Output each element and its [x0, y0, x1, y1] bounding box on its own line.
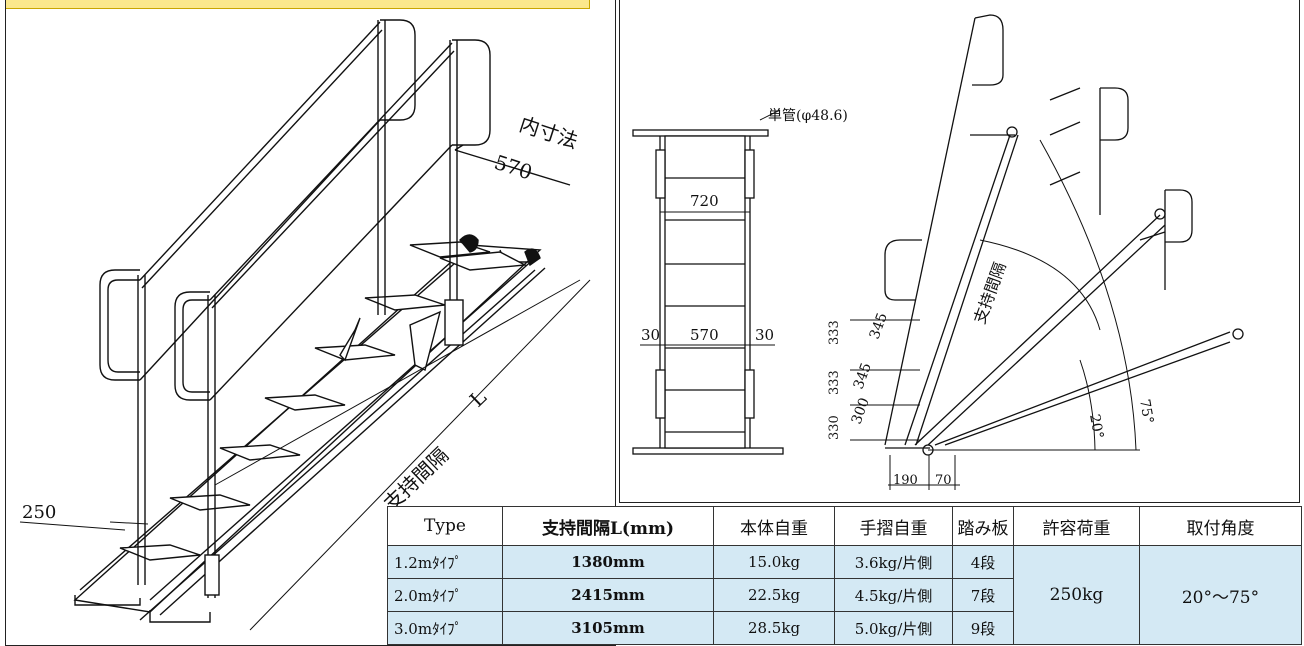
table-row: 2.0mﾀｲﾌﾟ 2415mm 22.5kg 4.5kg/片側 7段 — [387, 578, 1302, 612]
type-cell: 2.0mﾀｲﾌﾟ — [387, 578, 503, 612]
table-header-row: Type 支持間隔L(mm) 本体自重 手摺自重 踏み板 許容荷重 取付角度 — [387, 506, 1302, 546]
rise-333-top: 333 — [827, 320, 842, 345]
stair-perspective — [19, 19, 591, 631]
body-weight-cell: 15.0kg — [713, 545, 835, 579]
treads-cell: 7段 — [952, 578, 1014, 612]
span-cell: 1380mm — [502, 545, 714, 579]
header-span: 支持間隔L(mm) — [502, 506, 714, 546]
angle-20: 20° — [1086, 413, 1106, 440]
type-cell: 3.0mﾀｲﾌﾟ — [387, 611, 503, 645]
table-row: 1.2mﾀｲﾌﾟ 1380mm 15.0kg 3.6kg/片側 4段 250kg… — [387, 545, 1302, 645]
handrail-weight-cell: 4.5kg/片側 — [834, 578, 953, 612]
tread-345-b: 345 — [851, 361, 875, 392]
specification-table: Type 支持間隔L(mm) 本体自重 手摺自重 踏み板 許容荷重 取付角度 1… — [387, 506, 1302, 645]
body-weight-cell: 28.5kg — [713, 611, 835, 645]
pipe-label: 単管(φ48.6) — [768, 108, 848, 124]
tread-depth-dimension-250: 250 — [22, 502, 56, 523]
span-cell: 3105mm — [502, 611, 714, 645]
allowable-load-cell: 250kg — [1013, 545, 1140, 645]
span-label: 支持間隔 — [379, 443, 453, 516]
width-dimension-570: 570 — [491, 150, 535, 185]
treads-cell: 4段 — [952, 545, 1014, 579]
treads-cell: 9段 — [952, 611, 1014, 645]
span-label-elevation: 支持間隔 — [970, 260, 1010, 327]
table-row: 3.0mﾀｲﾌﾟ 3105mm 28.5kg 5.0kg/片側 9段 — [387, 611, 1302, 645]
header-handrail-weight: 手摺自重 — [834, 506, 953, 546]
angle-75: 75° — [1136, 398, 1156, 425]
inner-dimension-label: 内寸法 — [516, 112, 580, 153]
mount-angle-cell: 20°～75° — [1139, 545, 1302, 645]
rise-333-middle: 333 — [827, 370, 842, 395]
width-570: 570 — [690, 326, 719, 344]
header-type: Type — [387, 506, 503, 546]
tread-345-a: 345 — [867, 311, 891, 342]
elevation-drawing-panel — [619, 0, 1300, 503]
header-body-weight: 本体自重 — [713, 506, 835, 546]
header-treads: 踏み板 — [952, 506, 1014, 546]
margin-30-right: 30 — [755, 326, 774, 344]
offset-190: 190 — [893, 473, 918, 488]
plan-view — [632, 109, 784, 455]
offset-70: 70 — [935, 473, 952, 488]
body-weight-cell: 22.5kg — [713, 578, 835, 612]
width-720: 720 — [690, 192, 719, 210]
handrail-weight-cell: 5.0kg/片側 — [834, 611, 953, 645]
side-elevation — [850, 14, 1244, 490]
span-symbol-L: L — [465, 385, 491, 411]
margin-30-left: 30 — [641, 326, 660, 344]
tread-300: 300 — [849, 396, 873, 427]
type-cell: 1.2mﾀｲﾌﾟ — [387, 545, 503, 579]
header-mount-angle: 取付角度 — [1139, 506, 1302, 546]
rise-330: 330 — [827, 415, 842, 440]
span-cell: 2415mm — [502, 578, 714, 612]
handrail-weight-cell: 3.6kg/片側 — [834, 545, 953, 579]
header-allowable-load: 許容荷重 — [1013, 506, 1140, 546]
